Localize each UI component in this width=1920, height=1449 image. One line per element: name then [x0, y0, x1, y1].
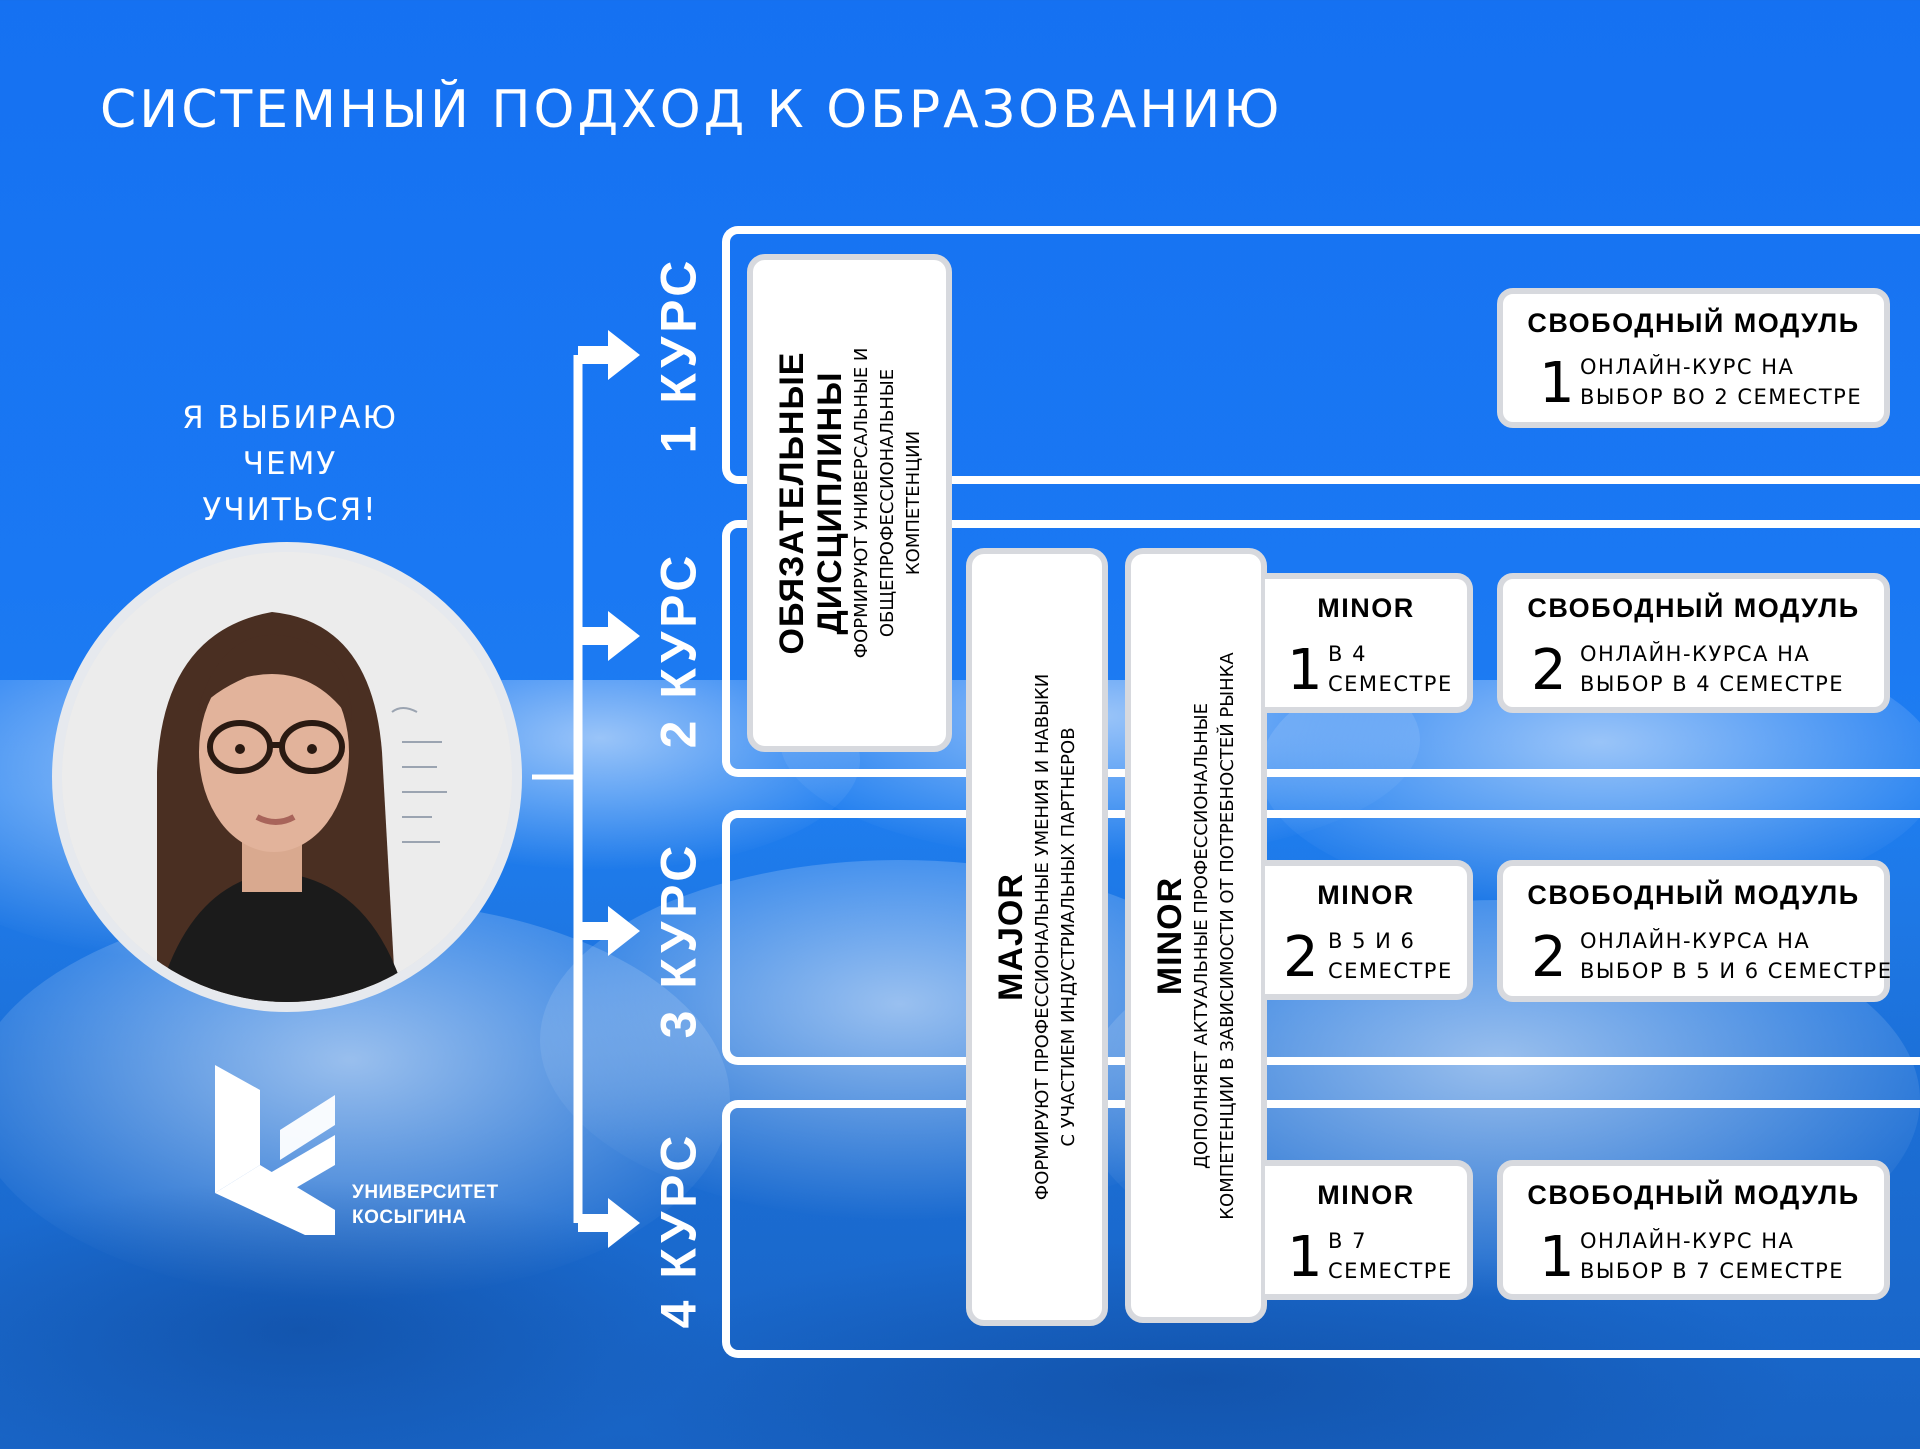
course-1-frame [722, 226, 1920, 484]
university-logo-icon [215, 1065, 335, 1235]
free-module-line-2: ВЫБОР В 5 И 6 СЕМЕСТРЕ [1580, 959, 1893, 983]
free-module-number: 1 [1539, 1225, 1575, 1290]
free-module-title: СВОБОДНЫЙ МОДУЛЬ [1527, 1180, 1860, 1210]
tagline-line-2: ЧЕМУ УЧИТЬСЯ! [202, 446, 378, 528]
minor-card-line-1: В 4 [1328, 642, 1367, 666]
free-module-number: 2 [1531, 925, 1567, 990]
minor-card-title: MINOR [1317, 880, 1415, 910]
free-module-line-1: ОНЛАЙН-КУРСА НА [1580, 929, 1811, 953]
course-4-frame [722, 1100, 1920, 1358]
arrow-course-2 [578, 611, 640, 661]
minor-desc-line-1: ДОПОЛНЯЕТ АКТУАЛЬНЫЕ ПРОФЕССИОНАЛЬНЫЕ [1191, 702, 1212, 1169]
mandatory-title-line-1: ОБЯЗАТЕЛЬНЫЕ [772, 351, 811, 655]
free-module-text: ОНЛАЙН-КУРСА НА ВЫБОР В 5 И 6 СЕМЕСТРЕ [1580, 926, 1893, 986]
minor-card-title: MINOR [1317, 1180, 1415, 1210]
tagline: Я ВЫБИРАЮ ЧЕМУ УЧИТЬСЯ! [150, 395, 430, 533]
course-2-frame [722, 520, 1920, 777]
free-module-card-course-3: СВОБОДНЫЙ МОДУЛЬ 2 ОНЛАЙН-КУРСА НА ВЫБОР… [1497, 860, 1893, 1002]
major-desc-line-2: С УЧАСТИЕМ ИНДУСТРИАЛЬНЫХ ПАРТНЕРОВ [1058, 727, 1079, 1147]
minor-card-course-2: MINOR 1 В 4 СЕМЕСТРЕ [1265, 573, 1473, 713]
mandatory-desc-line-1: ФОРМИРУЮТ УНИВЕРСАЛЬНЫЕ И [850, 347, 872, 659]
minor-card-line-1: В 5 И 6 [1328, 929, 1416, 953]
university-name: УНИВЕРСИТЕТ КОСЫГИНА [352, 1180, 499, 1230]
free-module-line-1: ОНЛАЙН-КУРС НА [1580, 1229, 1795, 1253]
page-title: СИСТЕМНЫЙ ПОДХОД К ОБРАЗОВАНИЮ [100, 80, 1283, 140]
course-label-4: 4 КУРС [650, 1131, 706, 1329]
minor-box: MINOR ДОПОЛНЯЕТ АКТУАЛЬНЫЕ ПРОФЕССИОНАЛЬ… [1125, 548, 1267, 1323]
minor-card-course-3: MINOR 2 В 5 И 6 СЕМЕСТРЕ [1265, 860, 1473, 1000]
free-module-line-2: ВЫБОР В 4 СЕМЕСТРЕ [1580, 672, 1845, 696]
free-module-number: 1 [1539, 351, 1575, 416]
arrow-course-1 [578, 330, 640, 380]
minor-card-line-2: СЕМЕСТРЕ [1328, 1259, 1453, 1283]
university-name-line-1: УНИВЕРСИТЕТ [352, 1182, 499, 1203]
major-desc-line-1: ФОРМИРУЮТ ПРОФЕССИОНАЛЬНЫЕ УМЕНИЯ И НАВЫ… [1032, 673, 1053, 1201]
minor-card-line-2: СЕМЕСТРЕ [1328, 672, 1453, 696]
free-module-text: ОНЛАЙН-КУРСА НА ВЫБОР В 4 СЕМЕСТРЕ [1580, 639, 1844, 699]
minor-card-text: В 5 И 6 СЕМЕСТРЕ [1328, 926, 1453, 986]
tagline-line-1: Я ВЫБИРАЮ [182, 400, 398, 436]
arrow-course-4 [578, 1198, 640, 1248]
course-label-1: 1 КУРС [650, 256, 706, 454]
student-portrait-illustration [62, 552, 512, 1002]
minor-card-text: В 4 СЕМЕСТРЕ [1328, 639, 1453, 699]
free-module-line-1: ОНЛАЙН-КУРС НА [1580, 355, 1795, 379]
major-box: MAJOR ФОРМИРУЮТ ПРОФЕССИОНАЛЬНЫЕ УМЕНИЯ … [966, 548, 1108, 1326]
mandatory-disciplines-box: ОБЯЗАТЕЛЬНЫЕ ДИСЦИПЛИНЫ ФОРМИРУЮТ УНИВЕР… [747, 254, 952, 752]
free-module-title: СВОБОДНЫЙ МОДУЛЬ [1527, 308, 1860, 338]
free-module-line-2: ВЫБОР В 7 СЕМЕСТРЕ [1580, 1259, 1845, 1283]
minor-card-line-2: СЕМЕСТРЕ [1328, 959, 1453, 983]
minor-card-line-1: В 7 [1328, 1229, 1367, 1253]
minor-card-title: MINOR [1317, 593, 1415, 623]
course-3-frame [722, 810, 1920, 1065]
student-photo [52, 542, 522, 1012]
free-module-card-course-2: СВОБОДНЫЙ МОДУЛЬ 2 ОНЛАЙН-КУРСА НА ВЫБОР… [1497, 573, 1890, 713]
free-module-title: СВОБОДНЫЙ МОДУЛЬ [1527, 880, 1860, 910]
free-module-text: ОНЛАЙН-КУРС НА ВЫБОР В 7 СЕМЕСТРЕ [1580, 1226, 1844, 1286]
minor-card-course-4: MINOR 1 В 7 СЕМЕСТРЕ [1265, 1160, 1473, 1300]
course-label-3: 3 КУРС [650, 841, 706, 1039]
minor-card-number: 2 [1283, 925, 1319, 990]
minor-desc-line-2: КОМПЕТЕНЦИИ В ЗАВИСИМОСТИ ОТ ПОТРЕБНОСТЕ… [1217, 651, 1238, 1220]
minor-card-number: 1 [1287, 638, 1323, 703]
free-module-card-course-1: СВОБОДНЫЙ МОДУЛЬ 1 ОНЛАЙН-КУРС НА ВЫБОР … [1497, 288, 1890, 428]
arrow-course-3 [578, 906, 640, 956]
free-module-card-course-4: СВОБОДНЫЙ МОДУЛЬ 1 ОНЛАЙН-КУРС НА ВЫБОР … [1497, 1160, 1890, 1300]
free-module-text: ОНЛАЙН-КУРС НА ВЫБОР ВО 2 СЕМЕСТРЕ [1580, 352, 1862, 412]
mandatory-title-line-2: ДИСЦИПЛИНЫ [810, 371, 849, 635]
course-label-2: 2 КУРС [650, 551, 706, 749]
free-module-line-1: ОНЛАЙН-КУРСА НА [1580, 642, 1811, 666]
minor-card-text: В 7 СЕМЕСТРЕ [1328, 1226, 1453, 1286]
free-module-title: СВОБОДНЫЙ МОДУЛЬ [1527, 593, 1860, 623]
university-name-line-2: КОСЫГИНА [352, 1207, 467, 1228]
free-module-number: 2 [1531, 638, 1567, 703]
mandatory-desc-line-2: ОБЩЕПРОФЕССИОНАЛЬНЫЕ [876, 368, 898, 638]
minor-title: MINOR [1151, 876, 1189, 995]
mandatory-desc-line-3: КОМПЕТЕНЦИИ [902, 430, 924, 576]
free-module-line-2: ВЫБОР ВО 2 СЕМЕСТРЕ [1580, 385, 1863, 409]
minor-card-number: 1 [1287, 1225, 1323, 1290]
major-title: MAJOR [992, 873, 1030, 1001]
